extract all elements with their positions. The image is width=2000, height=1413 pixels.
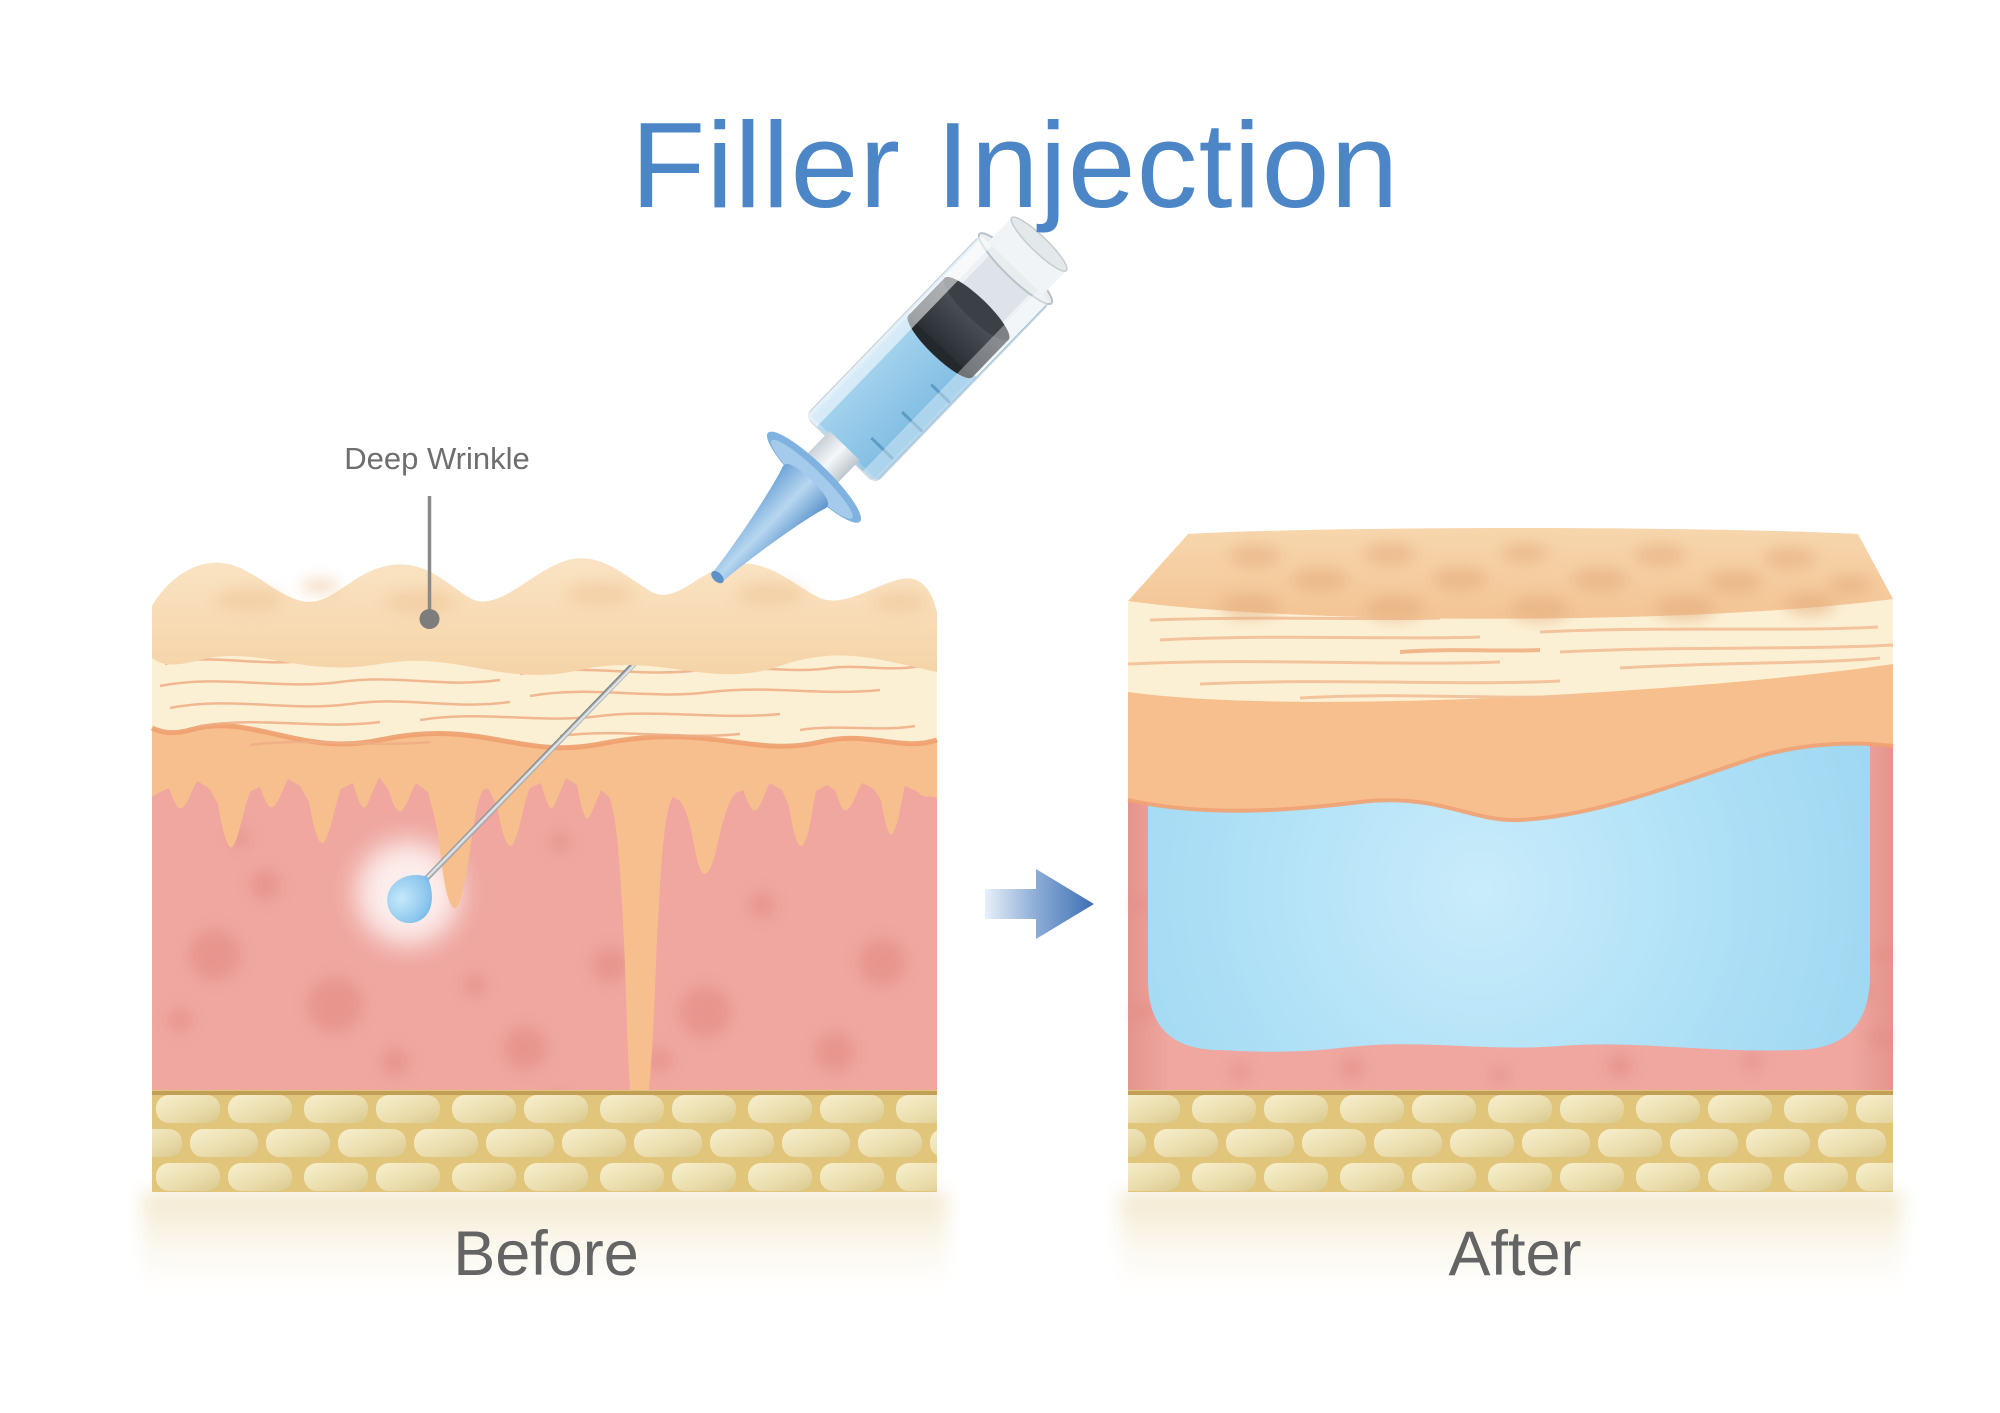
syringe-flange-inner (771, 439, 853, 519)
plunger-rod (988, 217, 1067, 295)
before-label: Before (453, 1219, 639, 1289)
deep-wrinkle-label: Deep Wrinkle (344, 441, 530, 476)
fat-cells (1128, 1090, 1893, 1192)
filler-droplet-icon (387, 875, 432, 924)
page-title: Filler Injection (630, 97, 1400, 233)
dermis-boundary-line (150, 723, 938, 751)
skin-top-surface (1128, 528, 1893, 619)
skin-cross-section-before (142, 558, 947, 1308)
needle-hub-tip (711, 571, 724, 584)
skin-pore-spots (1220, 543, 1872, 622)
label-pointer-dot (419, 496, 440, 629)
plunger-seal-back (943, 276, 1010, 341)
filler-pocket (1148, 740, 1870, 1052)
before-panel-shadow (142, 1192, 947, 1308)
cream-layer-texture-lines (1127, 616, 1894, 700)
epidermis-shading (216, 578, 926, 614)
skin-cross-section-after (1120, 528, 1902, 1308)
after-panel-shadow (1120, 1192, 1902, 1308)
after-label: After (1448, 1219, 1582, 1289)
syringe-icon (711, 216, 1068, 584)
epidermis-layer (152, 558, 937, 675)
transition-arrow-icon (985, 869, 1094, 939)
barrel-highlight-bottom (862, 290, 1050, 483)
dermis-boundary-line (1127, 741, 1894, 823)
syringe-graduation-ticks (870, 383, 951, 460)
pink-layer-spots (1133, 898, 1888, 1083)
plunger-rod-end (1010, 216, 1068, 272)
needle-hub-cone (712, 464, 829, 583)
barrel-highlight-top (805, 235, 992, 427)
fat-cells (152, 1090, 937, 1192)
